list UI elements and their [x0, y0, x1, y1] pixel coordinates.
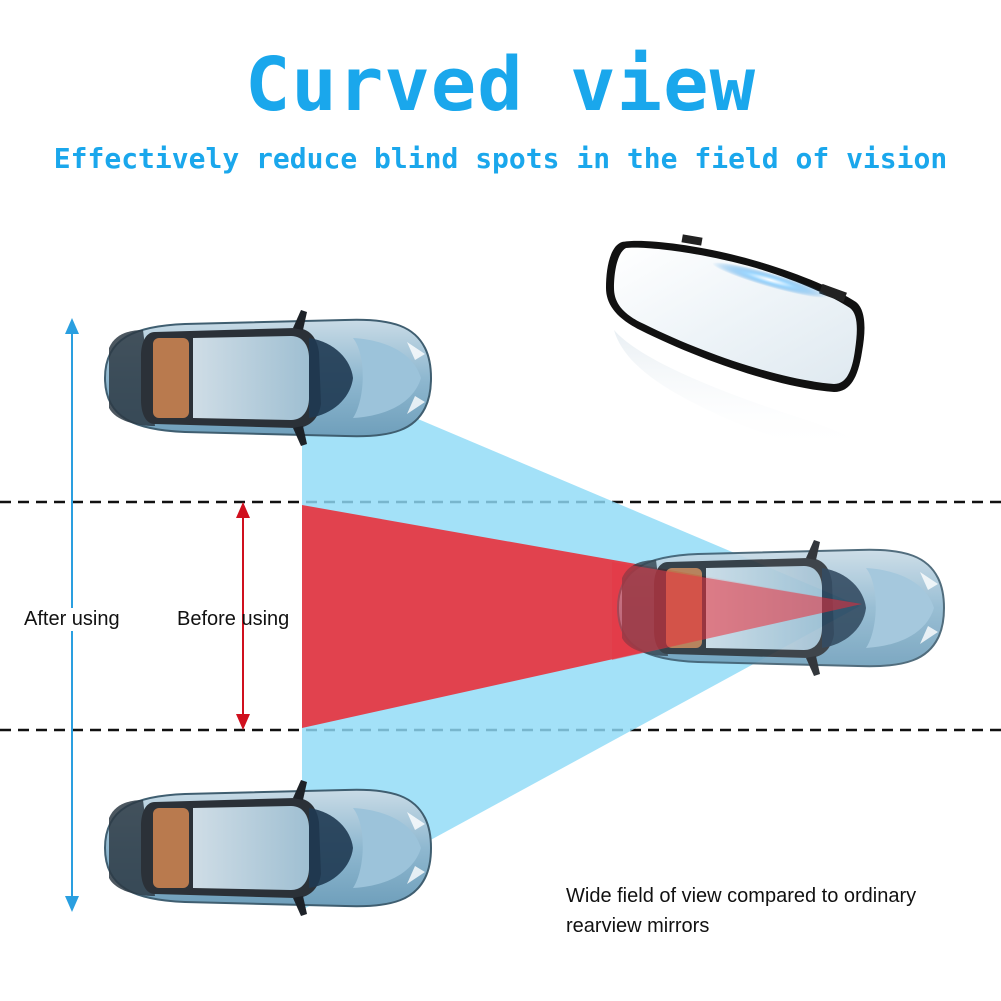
before-using-label: Before using: [177, 608, 290, 630]
narrow-view-overlay: [612, 562, 862, 660]
caption-line-2: rearview mirrors: [566, 915, 710, 937]
car-icon: [104, 309, 432, 447]
page-subtitle: Effectively reduce blind spots in the fi…: [53, 142, 948, 175]
rearview-mirror-icon: [606, 234, 866, 453]
car-icon: [104, 779, 432, 917]
after-using-label: After using: [24, 608, 120, 631]
double-arrow-icon: [236, 502, 250, 730]
caption: Wide field of view compared to ordinary …: [566, 881, 986, 941]
page-title: Curved view: [244, 42, 757, 128]
narrow-view-cone: [302, 505, 862, 728]
caption-line-1: Wide field of view compared to ordinary: [566, 885, 917, 907]
